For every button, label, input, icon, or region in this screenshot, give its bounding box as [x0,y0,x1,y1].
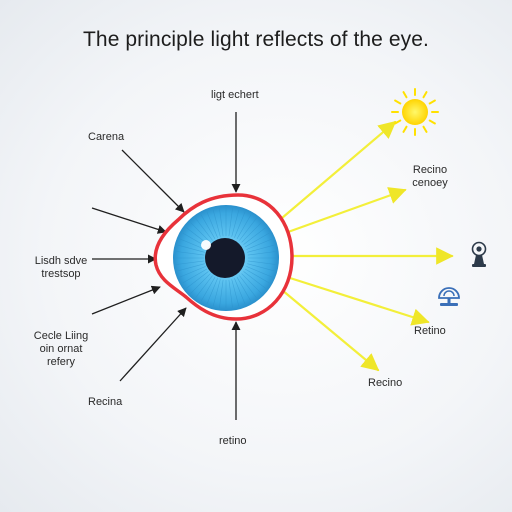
label-carena: Carena [88,131,125,143]
label-left-lower: Cecle Liing oin ornat refery [30,330,92,369]
eye [153,193,294,321]
sun-icon [391,88,439,136]
iris-striation [234,278,246,305]
iris-striation [247,251,276,256]
iris-striation [231,209,240,237]
label-left-lower-line2: oin ornat [39,343,83,355]
iris-striation [219,208,224,237]
iris-striation [243,271,266,289]
iris-striation [247,260,276,265]
iris-striation [219,279,224,308]
iris-texture [176,208,276,308]
ray-lower-right-2 [280,288,380,372]
arrow-left-4 [119,307,187,382]
iris-striation [186,271,209,289]
ray-upper-right [286,187,407,234]
iris-striation [239,275,257,298]
iris-striation [212,209,221,237]
iris-striation [243,227,266,245]
iris-striation [200,276,216,302]
label-top: ligt echert [211,89,259,101]
iris-striation [228,208,233,237]
iris-striation [176,251,205,256]
sun-ray [428,99,436,105]
label-left-mid: Lisdh sdve trestsop [30,255,92,281]
label-right-top-line2: cenoey [412,177,448,189]
label-left-lower-line3: refery [46,356,76,368]
iris-striation [206,211,218,238]
iris-striation [244,232,270,248]
label-right-mid: Retino [414,325,446,337]
iris-striation [231,279,240,307]
iris-striation [239,218,257,241]
pupil-highlight [201,240,211,250]
iris-striation [246,238,273,250]
label-left-lower-line1: Cecle Liing [33,330,89,342]
iris-striation [190,222,211,243]
label-bottom-left: Recina [88,396,123,408]
pupil [205,238,245,278]
iris-striation [182,268,208,284]
iris-striation [200,214,216,240]
label-bottom: retino [219,435,247,447]
diagram-title: The principle light reflects of the eye. [82,28,429,51]
sun-ray [422,125,428,133]
iris-striation [190,273,211,294]
ray-to-sun [280,120,397,220]
iris-striation [234,211,246,238]
sun-ray [428,119,436,125]
iris-striation [236,214,252,240]
iris-striation [228,279,233,308]
iris-striation [195,275,213,298]
iris-striation [244,268,270,284]
label-left-mid-line1: Lisdh sdve [34,255,88,267]
iris-striation [246,266,273,278]
label-right-bottom: Recino [368,377,403,389]
label-left-mid-line2: trestsop [41,268,81,280]
label-right-top-line1: Recino [412,164,448,176]
lamp-icon [471,241,487,267]
sun-ray [422,91,428,99]
iris-striation [241,273,262,294]
light-rays [280,120,454,372]
sun-ray [394,119,402,125]
arrow-left-1 [91,207,167,234]
pointer-arrows [91,112,241,420]
ray-lower-right-1 [288,276,430,326]
sun-ray [402,125,408,133]
iris-striation [247,244,275,253]
sun-ray [394,99,402,105]
iris-striation [176,260,205,265]
iris-striation [195,218,213,241]
iris-striation [247,263,275,272]
iris-striation [177,263,205,272]
iris-striation [206,278,218,305]
iris-striation [179,238,206,250]
iris-striation [179,266,206,278]
iris-striation [241,222,262,243]
iris-striation [236,276,252,302]
iris-striation [177,244,205,253]
sun-ray [402,91,408,99]
iris-striation [212,279,221,307]
arrow-left-3 [91,285,161,315]
arrow-carena [121,149,185,213]
dome-lamp-icon [438,287,460,306]
label-right-top: Recino cenoey [402,164,458,190]
